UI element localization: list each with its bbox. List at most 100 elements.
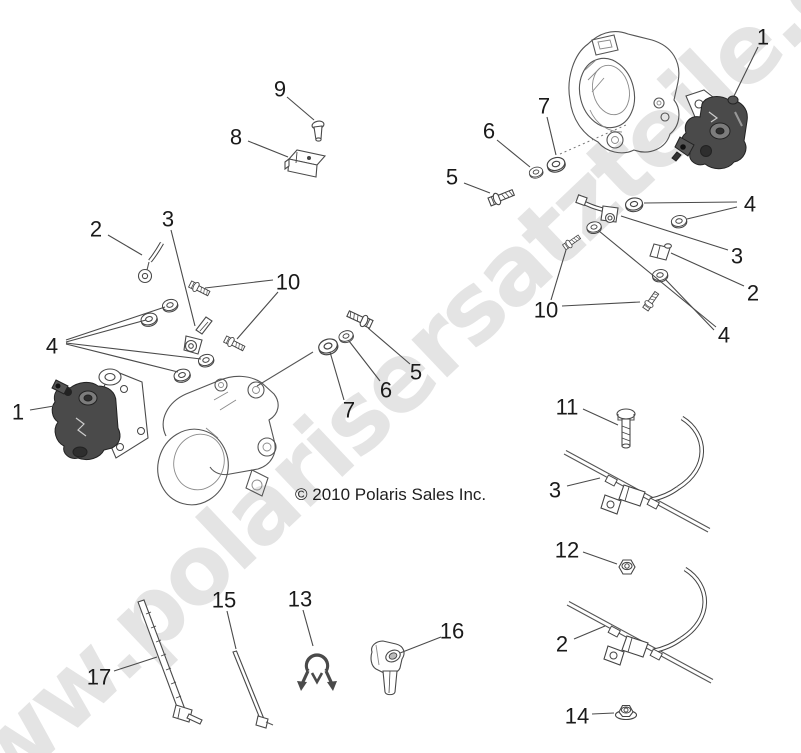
callout-rear-caliper: 1: [733, 25, 769, 97]
leader-line-rear-washer-7: [546, 116, 557, 156]
callout-front-hose-fitting: 3: [162, 207, 196, 327]
callout-rear-washer-7: 7: [538, 94, 557, 156]
rear-hose-part: [575, 194, 619, 224]
callout-front-caliper: 1: [12, 400, 67, 425]
front-fitting-3-part: [183, 316, 213, 355]
leader-line-rear-hose-fitting: [620, 215, 729, 251]
rear-hub-carrier-illustration: [559, 31, 680, 155]
rear-banjo-bolt-10b-part: [641, 289, 662, 313]
front-bolt-10a-part: [187, 279, 212, 299]
rear-clamp-part: [649, 243, 672, 261]
leader-line-rear-caliper: [733, 46, 759, 97]
callout-front-hose: 2: [90, 217, 143, 256]
callout-number-rear-caliper: 1: [757, 25, 769, 50]
callout-mid-bolt: 5: [367, 327, 422, 385]
callout-push-clip: 13: [288, 587, 314, 647]
front-washer-4d-part: [172, 366, 193, 385]
callout-number-pad-clip: 8: [230, 125, 242, 150]
callout-number-front-caliper: 1: [12, 400, 24, 425]
leader-line-rear-washers-upper: [643, 201, 738, 204]
callout-clamp-bolt: 11: [556, 395, 619, 426]
callout-number-brake-line-lower: 2: [556, 632, 568, 657]
front-caliper-illustration: [51, 368, 149, 461]
callout-flange-nut: 14: [565, 704, 615, 729]
callout-brake-line-upper: 3: [549, 477, 601, 503]
leader-line-rear-washers-upper: [686, 206, 738, 220]
leader-line-mid-washer-7: [329, 351, 345, 401]
leader-line-rear-banjo-bolts: [561, 301, 641, 307]
callout-cable-tie-large: 17: [87, 656, 158, 690]
leader-line-rivet: [286, 96, 315, 121]
callout-rear-clamp: 2: [670, 252, 759, 306]
grommet-part: [370, 640, 405, 696]
callout-number-rear-banjo-bolts: 10: [534, 298, 558, 323]
leader-line-pad-clip: [247, 140, 289, 158]
leader-line-rear-washer-6: [496, 139, 531, 168]
brake-line-upper-part: [564, 418, 710, 532]
mid-washer-6-part: [337, 328, 356, 345]
callout-number-rear-washer-6: 6: [483, 119, 495, 144]
callout-number-rear-washers-lower: 4: [718, 323, 730, 348]
callout-rear-hose-fitting: 3: [620, 215, 743, 269]
leader-line-front-caliper: [29, 403, 67, 411]
rear-bolt-5-part: [486, 186, 517, 209]
front-hub-carrier-illustration: [157, 351, 314, 506]
leader-line-mid-bolt: [367, 327, 411, 365]
callout-grommet: 16: [399, 619, 464, 654]
brake-line-lower-part: [567, 569, 713, 683]
callout-number-rivet: 9: [274, 77, 286, 102]
callout-clamp-nut: 12: [555, 538, 618, 565]
mid-washer-7-part: [316, 336, 341, 358]
callout-number-front-washers: 4: [46, 334, 58, 359]
callout-rear-bolt-5: 5: [446, 165, 491, 194]
leader-line-front-washers: [65, 306, 166, 341]
callout-number-mid-washer-7: 7: [343, 398, 355, 423]
leader-line-grommet: [399, 636, 442, 654]
callout-number-front-hose: 2: [90, 217, 102, 242]
callout-rear-washer-6: 6: [483, 119, 531, 168]
leader-line-clamp-bolt: [582, 408, 619, 426]
callout-front-washers: 4: [46, 306, 202, 373]
leader-line-mid-washer-6: [348, 340, 381, 382]
leader-line-rear-washers-lower: [664, 278, 715, 331]
pad-clip-part: [284, 149, 327, 178]
rear-washer-6-part: [527, 165, 545, 181]
callout-number-rear-clamp: 2: [747, 281, 759, 306]
leader-line-rear-clamp: [670, 252, 745, 287]
leader-line-front-banjo-bolts: [236, 291, 279, 340]
leader-line-flange-nut: [591, 712, 615, 715]
rivet-part: [311, 120, 325, 142]
leader-line-push-clip: [302, 609, 314, 647]
leader-line-front-hose: [107, 234, 143, 256]
callout-number-clamp-nut: 12: [555, 538, 579, 563]
rear-caliper-illustration: [671, 89, 748, 170]
front-bolt-10b-part: [222, 334, 247, 354]
mid-bolt-5-part: [345, 307, 375, 331]
callout-number-grommet: 16: [440, 619, 464, 644]
rear-screw-10a-part: [561, 232, 583, 252]
leader-line-front-washers: [65, 343, 179, 373]
leader-line-clamp-nut: [582, 551, 618, 565]
rear-washer-4c-part: [585, 220, 603, 236]
callout-number-push-clip: 13: [288, 587, 312, 612]
callout-number-rear-washer-7: 7: [538, 94, 550, 119]
callout-number-front-hose-fitting: 3: [162, 207, 174, 232]
callout-number-rear-bolt-5: 5: [446, 165, 458, 190]
callout-number-flange-nut: 14: [565, 704, 589, 729]
leader-line-front-washers: [65, 342, 202, 360]
front-washer-4c-part: [196, 352, 216, 370]
clamp-bolt-11-part: [616, 408, 636, 449]
rear-washer-4a-part: [624, 196, 645, 214]
rear-washer-4b-part: [670, 213, 689, 230]
callout-number-clamp-bolt: 11: [556, 395, 579, 420]
callout-rivet: 9: [274, 77, 315, 121]
callout-rear-washers-upper: 4: [643, 192, 756, 220]
callout-number-rear-washers-upper: 4: [744, 192, 756, 217]
callout-number-mid-washer-6: 6: [380, 378, 392, 403]
leader-line-brake-line-upper: [566, 477, 601, 487]
front-hose-part: [137, 241, 164, 284]
callout-rear-washers-lower: 4: [598, 230, 730, 348]
